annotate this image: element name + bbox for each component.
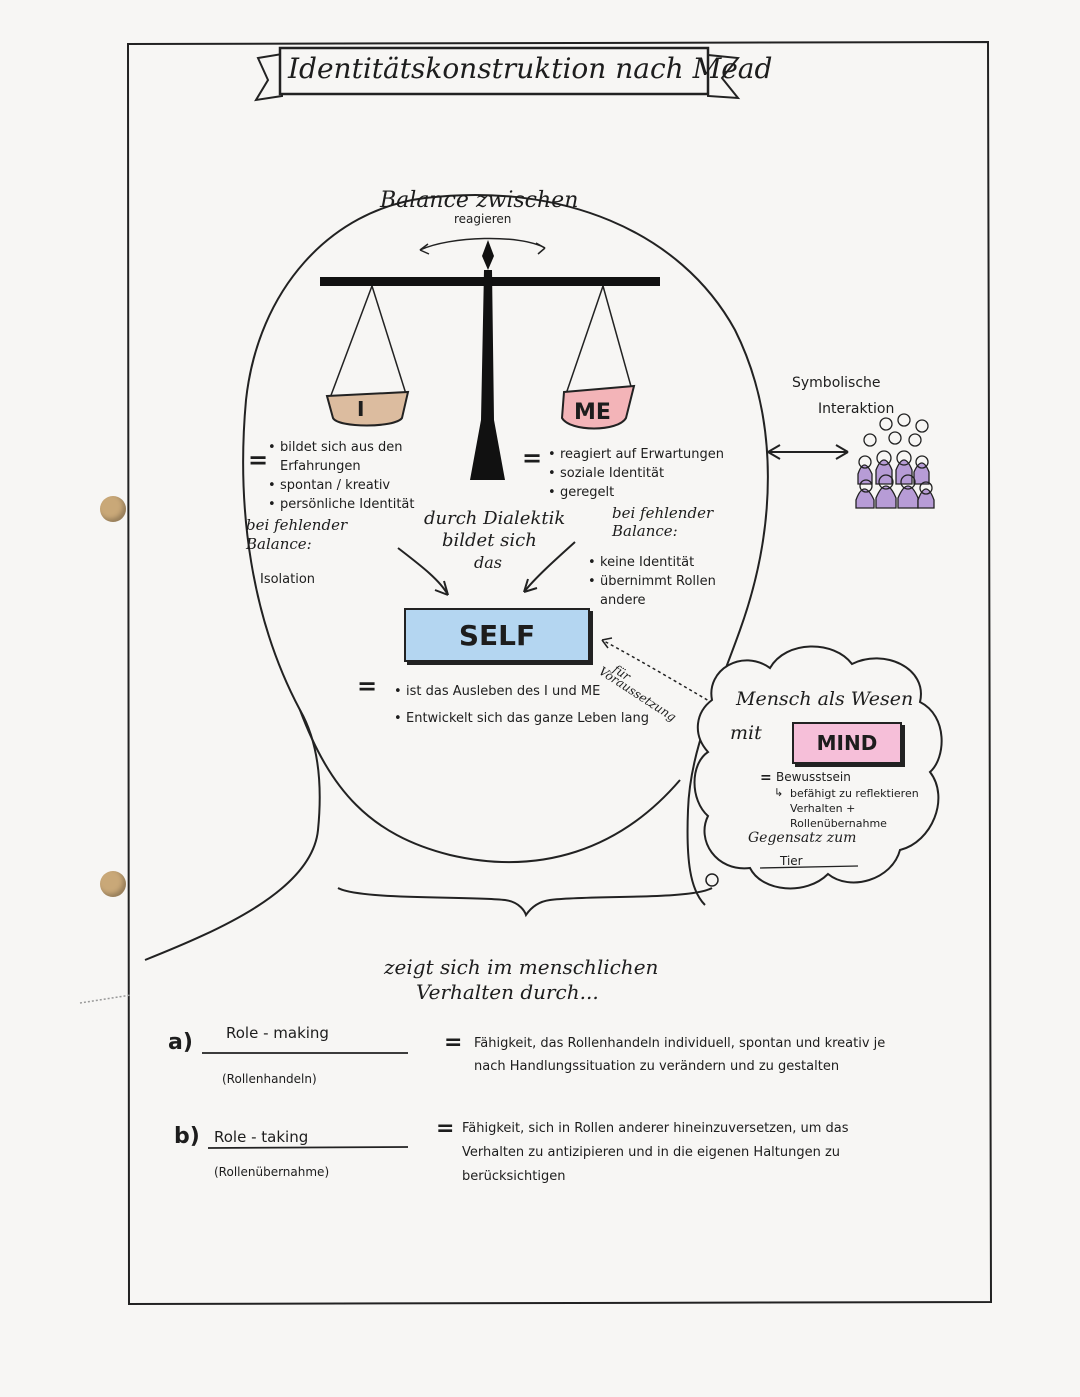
i-attribute: spontan / kreativ (268, 476, 468, 495)
role-taking-equals: = (436, 1116, 455, 1141)
me-attributes: reagiert auf Erwartungen soziale Identit… (548, 445, 724, 502)
mind-cloud (693, 645, 943, 890)
i-label: I (357, 397, 365, 421)
symbolisch-line-2: Interaktion (818, 401, 895, 417)
role-making-sub: (Rollenhandeln) (222, 1072, 317, 1086)
i-fehlend-result: Isolation (260, 572, 316, 587)
mind-arrow-icon: ↳ (774, 786, 784, 799)
balance-sub: reagieren (454, 212, 512, 226)
role-making-equals: = (444, 1030, 463, 1055)
title-banner (254, 46, 741, 102)
me-fehlend-label: bei fehlender Balance: (612, 504, 714, 540)
mind-box: MIND (792, 722, 902, 764)
me-fehlend-item: keine Identität (588, 553, 738, 572)
balance-heading: Balance zwischen (380, 188, 579, 213)
me-fehlend-item: übernimmt Rollen andere (588, 572, 738, 610)
mind-equals: = (760, 770, 772, 786)
mind-intro-2: mit (730, 722, 762, 744)
mind-gegensatz: Gegensatz zum (748, 830, 857, 846)
me-attribute: reagiert auf Erwartungen (548, 445, 724, 464)
role-making-marker: a) (168, 1030, 193, 1055)
me-attribute: soziale Identität (548, 464, 724, 483)
dialektik-line-1: durch Dialektik (424, 508, 566, 529)
me-label: ME (574, 400, 611, 425)
balance-scale (320, 237, 660, 480)
self-equals: = (357, 672, 378, 700)
self-attributes: ist das Ausleben des I und ME Entwickelt… (394, 682, 654, 728)
me-pan (560, 384, 636, 430)
mind-intro-1: Mensch als Wesen (736, 688, 914, 710)
i-equals: = (248, 446, 269, 474)
verhalten-line-1: zeigt sich im menschlichen (384, 955, 659, 979)
self-attribute: Entwickelt sich das ganze Leben lang (394, 709, 654, 728)
self-box: SELF (404, 608, 590, 662)
verhalten-line-2: Verhalten durch... (416, 980, 599, 1004)
self-attribute: ist das Ausleben des I und ME (394, 682, 606, 701)
me-attribute: geregelt (548, 483, 724, 502)
symbolisch-line-1: Symbolische (792, 375, 881, 391)
mind-tier: Tier (780, 854, 803, 868)
head-outline (144, 194, 769, 961)
mind-bewusstsein: Bewusstsein (776, 770, 851, 784)
punch-hole-bottom (100, 871, 126, 897)
people-group-icon (855, 413, 935, 509)
page-title: Identitätskonstruktion nach Mead (288, 52, 773, 85)
role-taking-desc: Fähigkeit, sich in Rollen anderer hinein… (462, 1121, 849, 1184)
i-attributes: bildet sich aus den Erfahrungen spontan … (268, 438, 468, 514)
me-fehlend-items: keine Identität übernimmt Rollen andere (588, 553, 738, 610)
role-making-title: Role - making (226, 1024, 329, 1042)
punch-hole-top (100, 496, 126, 522)
i-pan (325, 390, 410, 427)
mind-befaehigt: befähigt zu reflektieren Verhalten + Rol… (790, 787, 919, 830)
role-taking-sub: (Rollenübernahme) (214, 1165, 330, 1179)
role-making-desc: Fähigkeit, das Rollenhandeln individuell… (474, 1036, 886, 1074)
role-taking-title: Role - taking (214, 1128, 309, 1146)
i-attribute: persönliche Identität (268, 495, 468, 514)
dialektik-line-3: das (474, 553, 502, 572)
i-fehlend-label: bei fehlender Balance: (246, 516, 348, 553)
i-attribute: bildet sich aus den Erfahrungen (268, 438, 460, 476)
page-frame (126, 40, 993, 1306)
me-equals: = (522, 444, 543, 472)
dialektik-line-2: bildet sich (442, 530, 537, 551)
role-taking-marker: b) (174, 1124, 200, 1149)
